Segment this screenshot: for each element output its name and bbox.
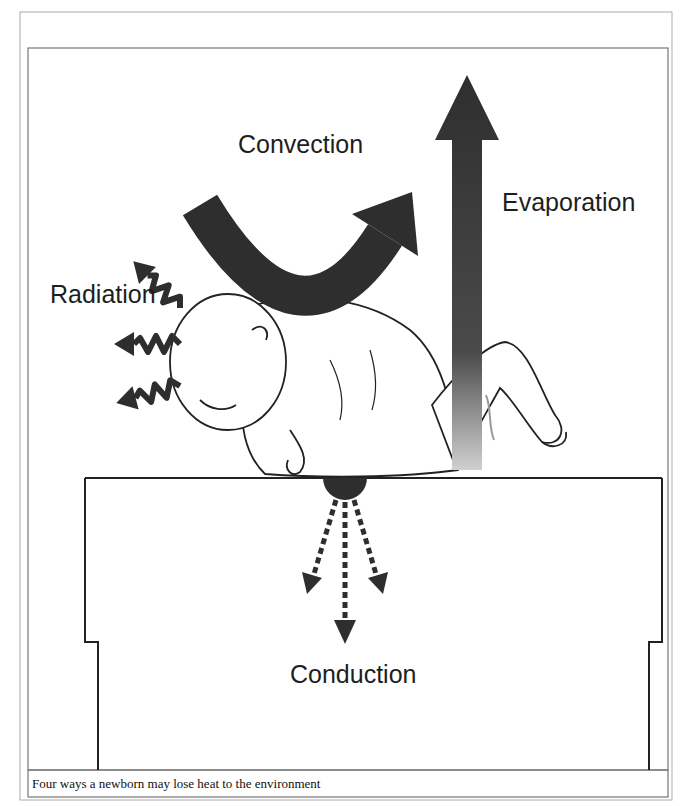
conduction-arrows [314,500,376,622]
newborn [170,294,566,477]
caption-frame [28,770,668,797]
face [200,400,236,409]
arrowhead [114,332,134,356]
figure-frame [28,48,668,770]
skin-fold [330,350,376,420]
leg [432,342,561,468]
table-top [85,477,662,479]
figure-caption: Four ways a newborn may lose heat to the… [32,776,320,792]
method-label: Conduction [290,660,416,689]
convection-arrowhead [352,192,418,256]
method-label: Convection [238,130,363,159]
wavy-line [133,378,182,405]
dashed-line [343,502,348,622]
convection-arrow [200,205,385,296]
arrowhead [368,572,388,594]
foot [542,432,566,446]
arm [287,430,304,474]
wavy-line [134,336,180,352]
arrowhead [302,572,322,594]
method-label: Evaporation [502,188,635,217]
table-side [649,478,662,770]
radiation-arrow [113,374,183,414]
contact-spot [323,478,367,500]
table-side [85,478,98,770]
radiation-arrow [114,332,180,356]
arrowhead [113,386,139,414]
method-label: Radiation [50,280,156,309]
evaporation-arrow [435,75,499,470]
arrowhead [334,620,356,644]
dashed-line [314,500,336,574]
dashed-line [354,500,376,574]
ear [252,327,267,340]
head [170,294,286,430]
page-frame [20,12,672,800]
arrowhead [125,253,156,284]
